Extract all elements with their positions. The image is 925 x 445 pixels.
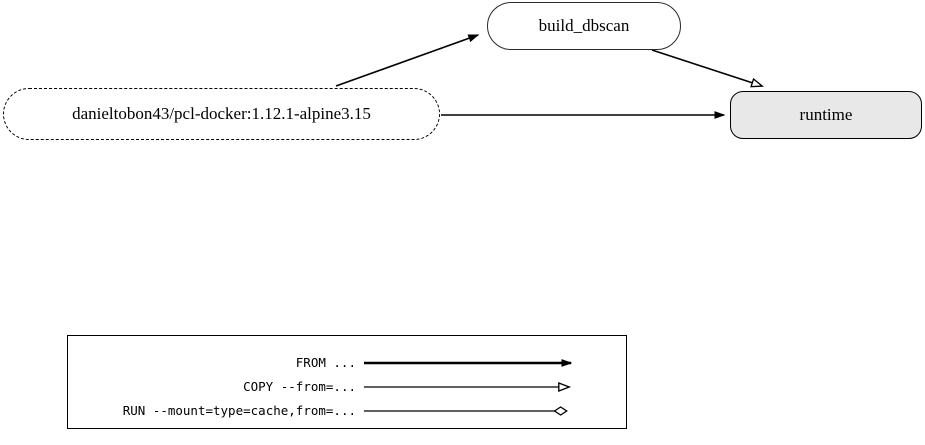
edge-build-dbscan-to-runtime: [651, 49, 764, 88]
node-runtime-label: runtime: [799, 105, 853, 124]
legend-item-copy-from: COPY --from=...: [68, 376, 626, 398]
legend-box: FROM ... COPY --from=... RUN --mount=typ…: [67, 335, 627, 429]
node-build-dbscan-label: build_dbscan: [538, 16, 630, 35]
legend-label-run-mount: RUN --mount=type=cache,from=...: [122, 403, 356, 418]
node-runtime[interactable]: runtime: [730, 91, 922, 139]
legend-sample-run-mount: [364, 400, 584, 422]
legend-sample-copy-from: [364, 376, 584, 398]
legend-label-from: FROM ...: [295, 355, 356, 370]
node-base-image-label: danieltobon43/pcl-docker:1.12.1-alpine3.…: [72, 104, 371, 123]
edge-base-to-build-dbscan: [335, 34, 478, 87]
legend-rows: FROM ... COPY --from=... RUN --mount=typ…: [68, 336, 626, 428]
legend-item-from: FROM ...: [68, 352, 626, 374]
legend-sample-from: [364, 352, 584, 374]
legend-item-run-mount: RUN --mount=type=cache,from=...: [68, 400, 626, 422]
legend-label-copy-from: COPY --from=...: [243, 379, 356, 394]
node-build-dbscan[interactable]: build_dbscan: [487, 2, 681, 50]
node-base-image[interactable]: danieltobon43/pcl-docker:1.12.1-alpine3.…: [3, 88, 440, 140]
